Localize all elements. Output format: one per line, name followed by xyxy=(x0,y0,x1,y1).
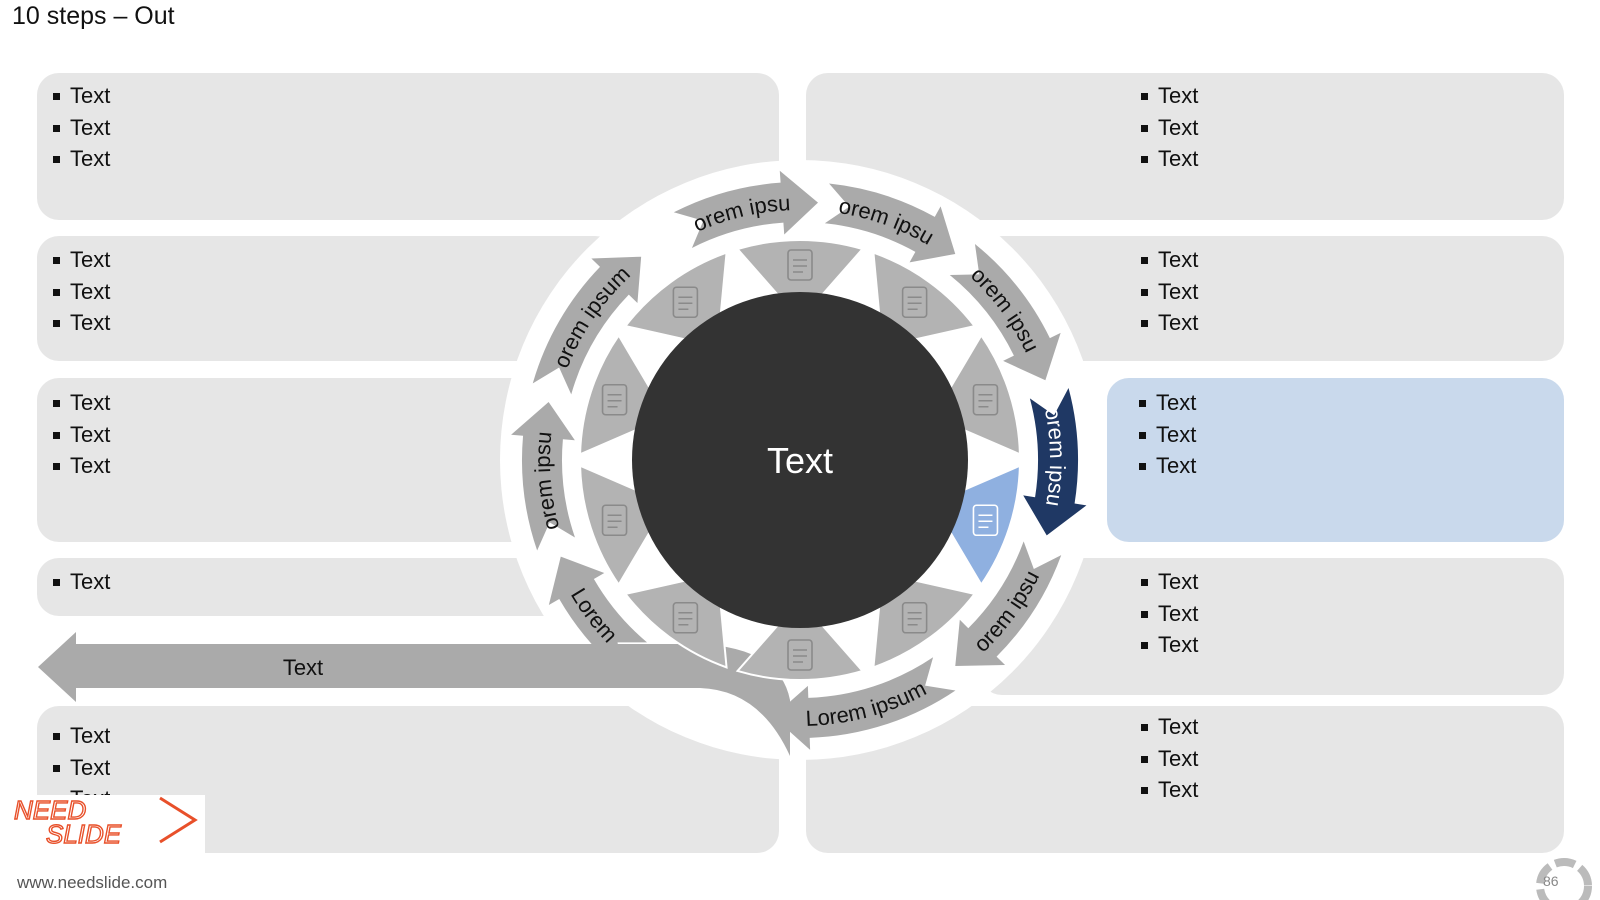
bullet-item: Text xyxy=(1138,244,1198,276)
bullet-item: Text xyxy=(1138,80,1198,112)
bullets-left-2: Text Text Text xyxy=(50,244,110,339)
bullet-item: Text xyxy=(1138,112,1198,144)
bullet-item: Text xyxy=(50,276,110,308)
footer-url[interactable]: www.needslide.com xyxy=(17,873,168,892)
phone-upload-icon xyxy=(972,383,999,416)
ring-arrow-top-right xyxy=(824,183,956,263)
out-arrow xyxy=(38,632,790,756)
bullets-left-4: Text xyxy=(50,566,110,598)
ring-segment xyxy=(623,572,728,669)
logo-text-slide: SLIDE xyxy=(46,819,122,849)
panel-left-2 xyxy=(37,236,617,361)
bullets-bottom-left: Text Text Text xyxy=(50,720,110,798)
document-list-icon xyxy=(601,504,628,537)
bullet-item: Text xyxy=(1138,743,1198,775)
ring-arrow-upper-right xyxy=(949,243,1061,381)
satellite-dish-icon xyxy=(901,286,928,319)
ring-arrow-upper-left xyxy=(532,256,642,395)
panel-left-3 xyxy=(37,378,557,542)
bullets-top-left: Text Text Text xyxy=(50,80,110,175)
bullet-item: Text xyxy=(1138,276,1198,308)
panel-right-2 xyxy=(980,236,1564,361)
panel-top-left xyxy=(37,73,779,220)
page-number: 86 xyxy=(1543,873,1559,889)
page-cycle-icon xyxy=(1536,858,1592,900)
bullet-item: Text xyxy=(50,80,110,112)
panel-right-3-active xyxy=(1107,378,1564,542)
fingerprint-icon xyxy=(672,601,699,634)
presentation-board-icon xyxy=(787,639,813,671)
panel-left-4 xyxy=(37,558,577,616)
bullet-item: Text xyxy=(1136,387,1196,419)
out-arrow-label: Text xyxy=(283,655,323,680)
center-label: Text xyxy=(767,440,833,481)
center-hub xyxy=(632,292,968,628)
bullet-item: Text xyxy=(1138,711,1198,743)
ring-segment xyxy=(872,251,977,348)
bullet-item: Text xyxy=(1138,566,1198,598)
bullets-left-3: Text Text Text xyxy=(50,387,110,482)
remote-control-icon xyxy=(601,383,628,416)
needslide-logo: NEED SLIDE xyxy=(10,795,205,855)
document-chart-icon xyxy=(901,601,928,634)
ring-arrow-left xyxy=(511,401,575,551)
bullet-item: Text xyxy=(50,387,110,419)
logo-text-need: NEED xyxy=(14,795,86,825)
bullet-item: Text xyxy=(50,752,110,784)
bullets-top-right: Text Text Text xyxy=(1138,80,1198,175)
bullets-right-4: Text Text Text xyxy=(1138,566,1198,661)
bullet-item: Text xyxy=(50,244,110,276)
ring-arrow-bottom xyxy=(773,657,956,750)
bullets-right-3-active: Text Text Text xyxy=(1136,387,1196,482)
bullet-item: Text xyxy=(50,419,110,451)
bullet-item: Text xyxy=(1136,450,1196,482)
bullet-item: Text xyxy=(50,566,110,598)
ring-arrow-top-left xyxy=(673,170,818,248)
bullets-right-2: Text Text Text xyxy=(1138,244,1198,339)
bullet-item: Text xyxy=(1138,598,1198,630)
bullet-item: Text xyxy=(50,307,110,339)
bullet-item: Text xyxy=(1138,774,1198,806)
document-graph-icon xyxy=(672,286,699,319)
bullet-item: Text xyxy=(1136,419,1196,451)
document-report-icon xyxy=(787,249,813,281)
bullet-item: Text xyxy=(1138,307,1198,339)
panel-bottom-right xyxy=(806,706,1564,853)
bullet-item: Text xyxy=(50,112,110,144)
ring-segment xyxy=(623,251,728,348)
bullet-item: Text xyxy=(50,143,110,175)
ring-segment xyxy=(872,572,977,669)
panel-right-4 xyxy=(980,558,1564,695)
ring-arrow-lower-right xyxy=(955,541,1062,667)
bullet-item: Text xyxy=(1138,629,1198,661)
bullet-item: Text xyxy=(50,720,110,752)
rain-cloud-icon xyxy=(972,504,999,537)
bullets-bottom-right: Text Text Text xyxy=(1138,711,1198,806)
slide-title: 10 steps – Out xyxy=(12,2,175,30)
ring-arrow-right-active xyxy=(1023,388,1087,536)
bullet-item: Text xyxy=(50,450,110,482)
bullet-item: Text xyxy=(1138,143,1198,175)
ring-arrow-lower-left xyxy=(548,556,648,673)
